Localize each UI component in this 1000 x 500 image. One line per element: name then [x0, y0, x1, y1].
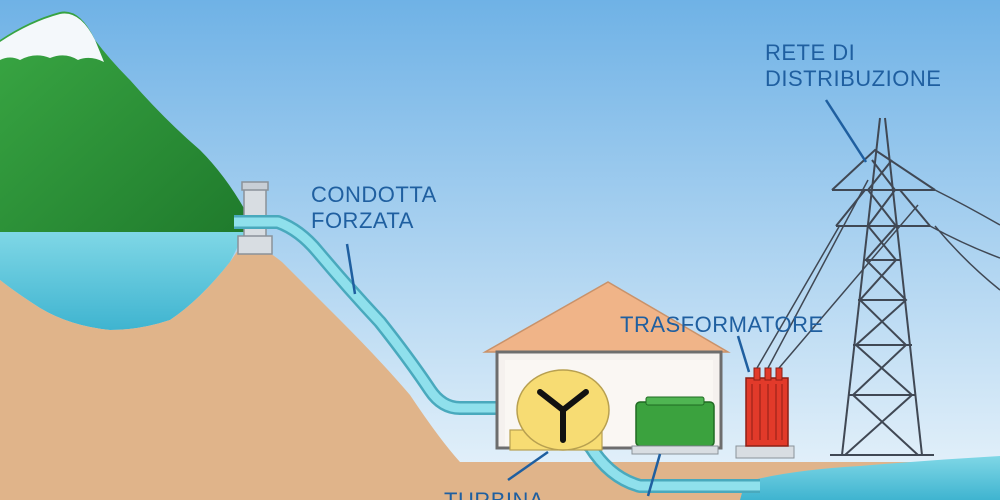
label-rete-line1: RETE DI [765, 40, 856, 65]
label-condotta-line2: FORZATA [311, 208, 414, 233]
transformer-insulator [775, 367, 783, 381]
reservoir [0, 232, 245, 330]
ground [0, 240, 1000, 500]
transformer-wires [756, 179, 919, 369]
snow-cap [0, 13, 104, 62]
leader-trasformatore [736, 335, 751, 373]
generator-top [645, 396, 705, 406]
transformer-insulator [753, 367, 761, 381]
transformer [745, 377, 789, 447]
leader-generatore [646, 453, 662, 497]
label-turbina-partial: TURBINA [444, 488, 544, 500]
transmission-cables [929, 189, 1000, 291]
transmission-tower [830, 117, 936, 456]
leader-rete [824, 99, 868, 163]
label-trasformatore: TRASFORMATORE [620, 312, 824, 337]
green-mountain [0, 11, 245, 236]
leader-turbina [507, 450, 549, 482]
generator [635, 401, 715, 447]
label-rete-distribuzione: RETE DI DISTRIBUZIONE [765, 40, 941, 92]
lower-lake [740, 456, 1000, 500]
label-condotta-line1: CONDOTTA [311, 182, 437, 207]
penstock-pipe-inner [234, 217, 760, 491]
turbine-blades [537, 389, 589, 443]
label-condotta-forzata: CONDOTTA FORZATA [311, 182, 437, 234]
transformer-base [735, 445, 795, 459]
leader-condotta [345, 243, 357, 295]
intake-tower-cap [241, 181, 269, 191]
intake-base [237, 235, 273, 255]
generator-base [631, 445, 719, 455]
label-rete-line2: DISTRIBUZIONE [765, 66, 942, 91]
transformer-insulator [764, 367, 772, 381]
